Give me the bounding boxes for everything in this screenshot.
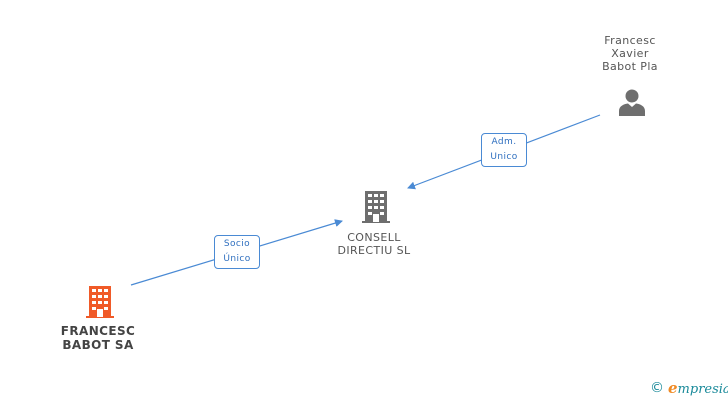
relation-label-adm-unico[interactable]: Adm. Unico xyxy=(481,133,527,167)
building-icon[interactable] xyxy=(362,191,390,223)
empresia-wordmark: empresia xyxy=(668,379,728,397)
company-name-consell-directiu-sl[interactable]: CONSELL DIRECTIU SL xyxy=(337,231,411,257)
building-icon[interactable] xyxy=(86,286,114,318)
relation-label-socio-unico[interactable]: Socio Único xyxy=(214,235,260,269)
company-name-francesc-babot-sa[interactable]: FRANCESC BABOT SA xyxy=(60,324,136,352)
copyright-symbol: © xyxy=(650,380,664,396)
person-name-francesc-xavier-babot-pla[interactable]: Francesc Xavier Babot Pla xyxy=(602,34,658,73)
person-icon[interactable] xyxy=(618,88,646,116)
empresia-logo: © empresia xyxy=(650,378,728,398)
